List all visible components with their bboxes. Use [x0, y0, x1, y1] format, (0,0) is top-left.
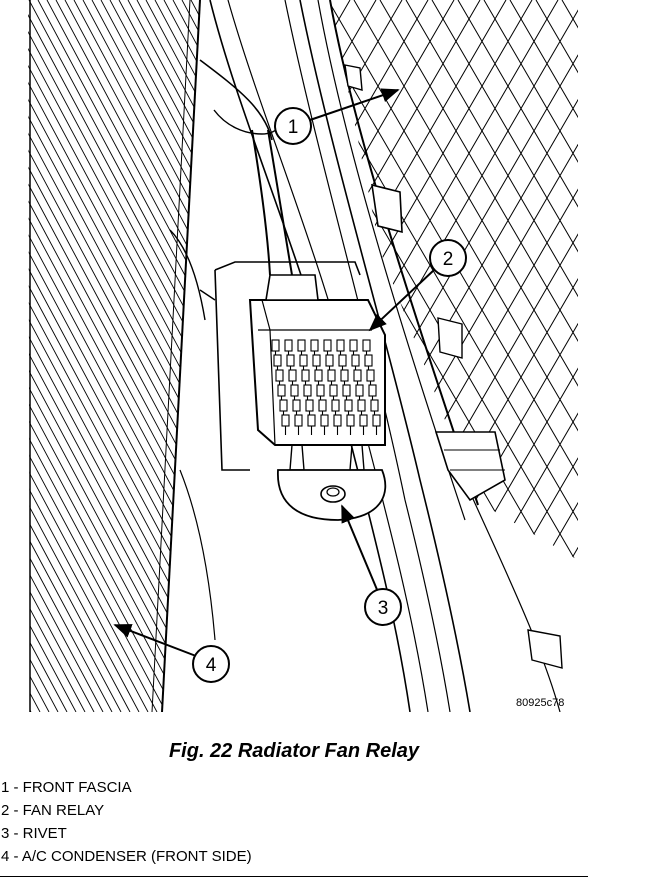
bottom-rule	[0, 876, 588, 877]
legend-list: 1 - FRONT FASCIA 2 - FAN RELAY 3 - RIVET…	[1, 776, 252, 868]
callout-2-label: 2	[443, 249, 454, 270]
callout-3-label: 3	[378, 598, 389, 619]
callout-4-label: 4	[206, 655, 217, 676]
legend-item: 3 - RIVET	[1, 825, 67, 842]
legend-item: 2 - FAN RELAY	[1, 802, 105, 819]
callout-1-label: 1	[288, 117, 299, 138]
figure-code: 80925c78	[516, 697, 565, 709]
figure-caption: Fig. 22 Radiator Fan Relay	[168, 740, 420, 762]
callout-1: 1	[274, 107, 312, 145]
callout-3: 3	[364, 588, 402, 626]
callout-4: 4	[192, 645, 230, 683]
legend-item: 1 - FRONT FASCIA	[1, 779, 132, 796]
callout-2: 2	[429, 239, 467, 277]
radiator-fan-relay-illustration: 1 2 3 4	[28, 0, 578, 712]
legend-item: 4 - A/C CONDENSER (FRONT SIDE)	[1, 848, 252, 865]
